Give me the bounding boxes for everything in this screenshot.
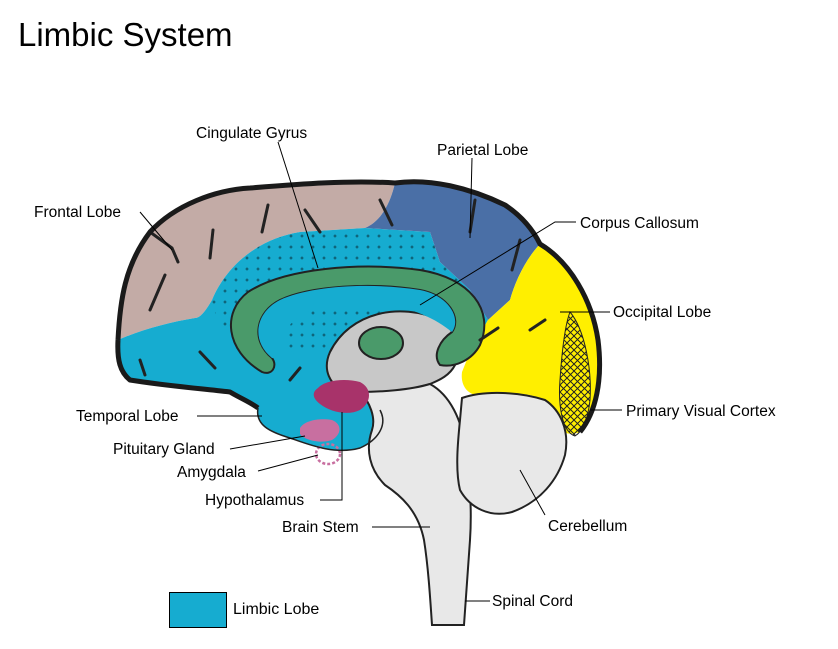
label-pituitary-gland: Pituitary Gland: [113, 441, 215, 458]
leader-pituitary: [229, 435, 306, 450]
label-brain-stem: Brain Stem: [282, 519, 359, 536]
label-spinal-cord: Spinal Cord: [492, 593, 573, 610]
amygdala-shape: [314, 442, 342, 466]
label-frontal-lobe: Frontal Lobe: [34, 204, 121, 221]
leader-cerebellum: [519, 469, 546, 516]
parietal-lobe: [365, 181, 540, 320]
label-occipital-lobe: Occipital Lobe: [613, 304, 711, 321]
label-hypothalamus: Hypothalamus: [205, 492, 304, 509]
frontal-lobe: [118, 181, 395, 340]
temporal-lower-outline: [256, 407, 384, 452]
leader-hypothalamus: [320, 412, 343, 501]
label-parietal-lobe: Parietal Lobe: [437, 142, 528, 159]
corpus-callosum-area: [258, 285, 456, 360]
label-cingulate-gyrus: Cingulate Gyrus: [196, 125, 307, 142]
thalamus: [358, 326, 404, 360]
sulcus-lines: [138, 198, 547, 382]
temporal-outline: [115, 339, 260, 411]
label-amygdala: Amygdala: [177, 464, 246, 481]
pituitary-shape: [300, 419, 340, 442]
brain-outline: [115, 179, 603, 434]
legend-swatch: [169, 592, 227, 628]
leader-callosum: [419, 221, 576, 306]
leader-amygdala: [257, 454, 319, 472]
label-cerebellum: Cerebellum: [548, 518, 627, 535]
label-temporal-lobe: Temporal Lobe: [76, 408, 179, 425]
brain-stem-shape: [357, 382, 472, 626]
leader-frontal: [139, 211, 173, 251]
hypothalamus-shape: [313, 380, 369, 413]
label-corpus-callosum: Corpus Callosum: [580, 215, 699, 232]
leader-cingulate: [277, 141, 319, 269]
cerebellum-shape: [456, 391, 568, 515]
legend-label: Limbic Lobe: [233, 601, 320, 618]
page-title: Limbic System: [18, 16, 233, 53]
primary-visual-cortex-area: [559, 311, 591, 437]
label-primary-visual-cortex: Primary Visual Cortex: [626, 403, 776, 420]
leader-parietal: [469, 157, 473, 239]
